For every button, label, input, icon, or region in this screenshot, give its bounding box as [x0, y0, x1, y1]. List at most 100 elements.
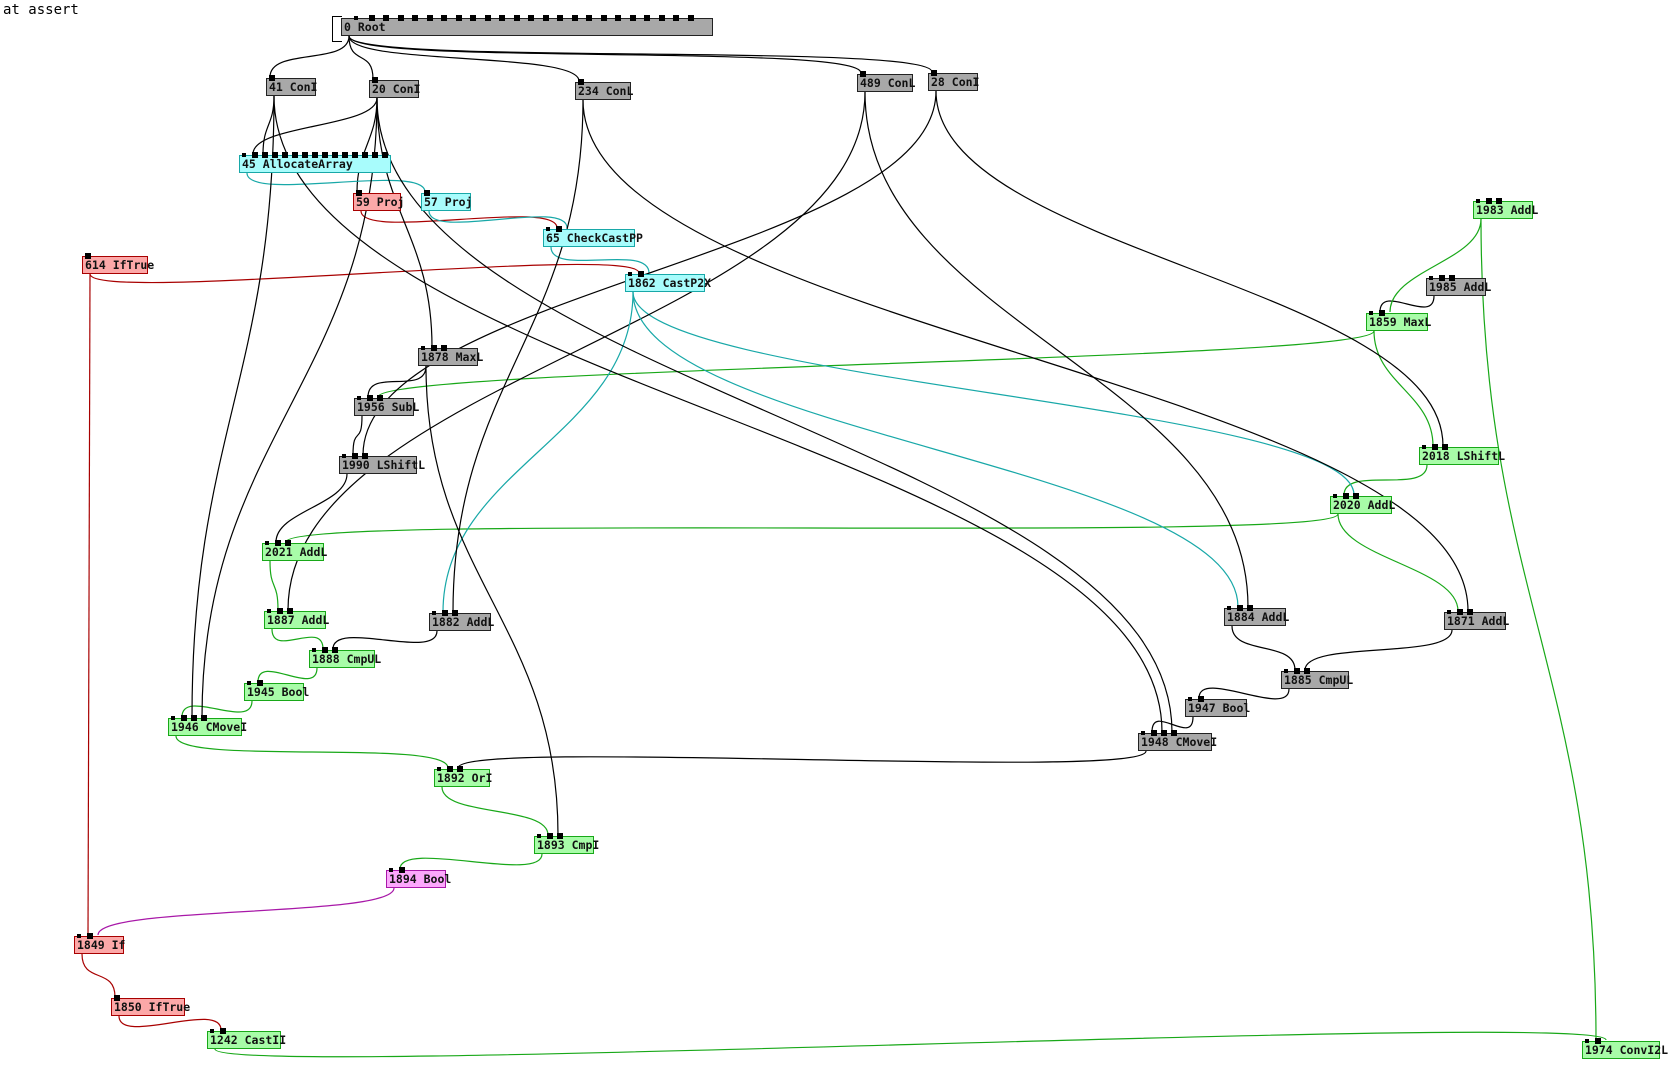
edge-1862-to-1884 [632, 291, 1239, 608]
edge-1878-to-1956 [367, 365, 427, 398]
node-1947[interactable]: 1947 Bool [1185, 696, 1251, 717]
node-1885[interactable]: 1885 CmpUL [1281, 668, 1353, 689]
input-port [302, 152, 308, 158]
edge-0-to-234 [348, 35, 580, 82]
edge-59-to-65 [360, 210, 558, 229]
input-port [615, 15, 621, 21]
input-port [342, 454, 346, 458]
input-port [1171, 730, 1177, 736]
input-port [332, 647, 338, 653]
node-1850[interactable]: 1850 IfTrue [111, 995, 190, 1016]
node-1985[interactable]: 1985 AddL [1426, 275, 1491, 296]
node-label: 2018 LShiftL [1422, 449, 1506, 463]
node-1242[interactable]: 1242 CastII [207, 1028, 286, 1049]
input-port [452, 610, 458, 616]
edge-1892-to-1893 [441, 786, 549, 836]
node-1983[interactable]: 1983 AddL [1473, 198, 1538, 219]
node-label: 1948 CMoveI [1141, 735, 1218, 749]
edge-1849-to-1850 [81, 953, 116, 998]
input-port [368, 15, 375, 21]
node-614[interactable]: 614 IfTrue [82, 253, 154, 274]
node-1945[interactable]: 1945 Bool [244, 680, 309, 701]
node-1946[interactable]: 1946 CMoveI [168, 715, 247, 736]
node-2018[interactable]: 2018 LShiftL [1419, 444, 1505, 465]
edge-1871-to-1885 [1304, 629, 1453, 671]
node-2020[interactable]: 2020 AddL [1330, 493, 1395, 514]
input-port [1442, 444, 1448, 450]
input-port [658, 15, 665, 21]
input-port [269, 75, 275, 81]
input-port [1237, 605, 1243, 611]
node-2021[interactable]: 2021 AddL [262, 540, 327, 561]
input-port [1151, 730, 1157, 736]
edge-0-to-489 [348, 35, 862, 74]
input-port [1476, 199, 1480, 203]
node-label: 45 AllocateArray [242, 157, 353, 171]
input-port [1294, 668, 1300, 674]
node-label: 1894 Bool [389, 872, 452, 886]
node-1956[interactable]: 1956 SubL [354, 395, 419, 416]
input-port [389, 868, 393, 872]
node-1974[interactable]: 1974 ConvI2L [1582, 1038, 1668, 1059]
edge-0-to-20 [348, 35, 374, 80]
node-0[interactable]: 0 Root [341, 15, 713, 36]
node-57[interactable]: 57 Proj [421, 190, 472, 211]
node-1882[interactable]: 1882 AddL [429, 610, 494, 631]
node-65[interactable]: 65 CheckCastPP [543, 226, 643, 247]
node-28[interactable]: 28 ConI [928, 70, 979, 91]
node-1894[interactable]: 1894 Bool [386, 867, 451, 888]
input-port [332, 152, 338, 158]
node-45[interactable]: 45 AllocateArray [239, 152, 391, 173]
node-label: 1947 Bool [1188, 701, 1251, 715]
node-1871[interactable]: 1871 AddL [1444, 609, 1509, 630]
node-1888[interactable]: 1888 CmpUL [309, 647, 381, 668]
node-label: 1974 ConvI2L [1585, 1043, 1669, 1057]
input-port [1449, 275, 1455, 281]
node-489[interactable]: 489 ConL [857, 71, 915, 92]
node-20[interactable]: 20 ConI [369, 77, 420, 98]
node-label: 65 CheckCastPP [546, 231, 643, 245]
input-port [267, 609, 271, 613]
node-label: 1859 MaxL [1369, 315, 1432, 329]
edge-28-to-2018 [935, 90, 1444, 447]
input-port [1467, 609, 1473, 615]
node-1892[interactable]: 1892 OrI [434, 766, 492, 787]
edge-1948-to-1892 [457, 750, 1147, 769]
edge-234-to-1871 [582, 99, 1469, 612]
input-port [1333, 494, 1337, 498]
input-port [1161, 730, 1167, 736]
node-234[interactable]: 234 ConL [575, 79, 633, 100]
input-port [342, 152, 348, 158]
edge-1859-to-2018 [1373, 330, 1434, 447]
node-1849[interactable]: 1849 If [74, 933, 125, 954]
input-port [171, 716, 175, 720]
input-port [644, 15, 650, 21]
input-port [1422, 445, 1426, 449]
edge-489-to-1884 [864, 91, 1249, 608]
input-port [431, 345, 437, 351]
edge-1956-to-1990 [352, 415, 363, 456]
input-port [272, 152, 278, 158]
input-port [282, 152, 288, 158]
node-1887[interactable]: 1887 AddL [264, 608, 329, 629]
input-port [252, 152, 258, 158]
node-1990[interactable]: 1990 LShiftL [339, 453, 425, 474]
input-port [87, 933, 93, 939]
node-41[interactable]: 41 ConI [266, 75, 318, 96]
node-1884[interactable]: 1884 AddL [1224, 605, 1289, 626]
input-port [455, 15, 462, 21]
input-port [426, 15, 433, 21]
node-label: 1242 CastII [210, 1033, 287, 1047]
node-1859[interactable]: 1859 MaxL [1366, 310, 1432, 331]
edge-1946-to-1892 [175, 735, 449, 769]
input-port [441, 345, 447, 351]
input-port [1369, 311, 1373, 315]
edge-1893-to-1894 [399, 853, 543, 870]
node-1878[interactable]: 1878 MaxL [418, 345, 483, 366]
node-label: 41 ConI [269, 80, 318, 94]
node-1862[interactable]: 1862 CastP2X [625, 271, 711, 292]
node-1948[interactable]: 1948 CMoveI [1138, 730, 1217, 751]
input-port [247, 681, 251, 685]
node-59[interactable]: 59 Proj [353, 190, 404, 211]
node-1893[interactable]: 1893 CmpI [534, 833, 599, 854]
